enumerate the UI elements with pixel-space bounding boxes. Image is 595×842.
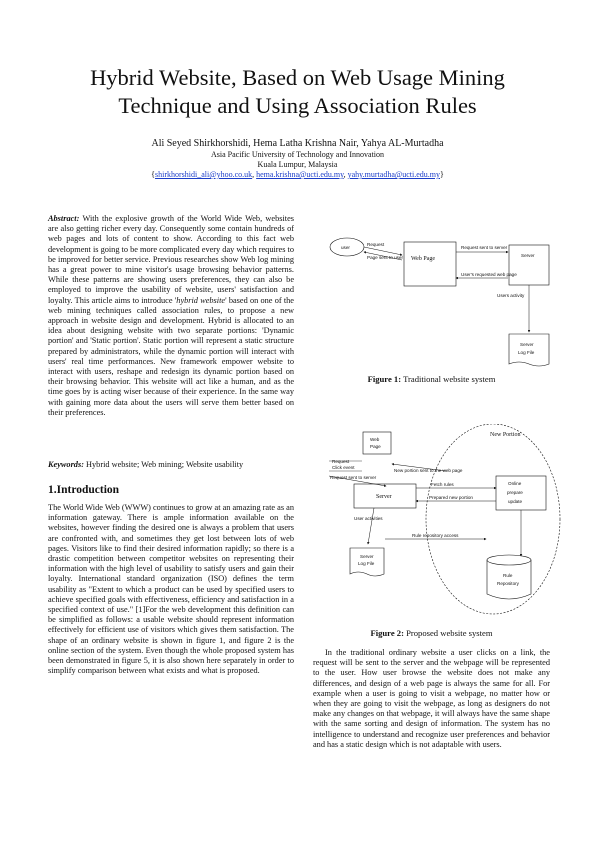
fig2-adaptation-label: prepare xyxy=(507,490,523,495)
keywords-label: Keywords: xyxy=(48,460,84,469)
email-link-1[interactable]: shirkhorshidi_ali@yhoo.co.uk xyxy=(154,170,253,179)
figure-2-caption: Figure 2: Proposed website system xyxy=(313,628,550,638)
figure-1-caption-text: Traditional website system xyxy=(401,374,496,384)
fig1-page-sent-label: Page sent to user xyxy=(367,255,403,260)
abstract-text-2: ' based on one of the web mining techniq… xyxy=(48,295,294,417)
abstract: Abstract: With the explosive growth of t… xyxy=(48,214,294,418)
fig1-user-label: user xyxy=(341,245,350,250)
emails: {shirkhorshidi_ali@yhoo.co.uk, hema.kris… xyxy=(40,170,555,180)
abstract-label: Abstract: xyxy=(48,214,80,223)
fig2-repo-body xyxy=(486,560,532,600)
fig2-rule-access-label: Rule repository access xyxy=(412,533,459,538)
fig2-user-activity-label: User activities xyxy=(354,516,383,521)
email-link-3[interactable]: yahy.murtadha@ucti.edu.my xyxy=(347,170,441,179)
fig1-log-file-label: Log File xyxy=(518,350,535,355)
fig2-update-label: update xyxy=(508,499,522,504)
fig1-server-box xyxy=(508,244,550,286)
affiliation-line-2: Kuala Lumpur, Malaysia xyxy=(257,160,338,169)
fig2-server-box xyxy=(353,483,417,509)
fig2-new-portion-ellipse xyxy=(425,424,561,615)
authors: Ali Seyed Shirkhorshidi, Hema Latha Kris… xyxy=(151,138,444,149)
fig1-user-feedback-label: User's requested web page xyxy=(461,272,517,277)
figure-1-diagram: user Request Page sent to user Web Page … xyxy=(329,237,550,367)
abstract-text: With the explosive growth of the World W… xyxy=(48,214,294,305)
fig2-click-event-label: Click event xyxy=(332,465,355,470)
fig1-server-label: Server xyxy=(521,253,535,258)
fig2-server-log-label: Server xyxy=(360,554,374,559)
fig2-page-label: Page xyxy=(370,444,381,449)
intro-paragraph-1: The World Wide Web (WWW) continues to gr… xyxy=(48,503,294,676)
fig1-server-log-label: Server xyxy=(520,342,534,347)
figure-2-caption-label: Figure 2: xyxy=(370,628,404,638)
figure-2-diagram: New Portion Web Page Request Click event… xyxy=(328,424,561,615)
keywords-text: Hybrid website; Web mining; Website usab… xyxy=(83,460,244,469)
email-close: } xyxy=(440,170,444,179)
title-line-2: Technique and Using Association Rules xyxy=(118,93,477,118)
figure-2-caption-text: Proposed website system xyxy=(403,628,493,638)
section-heading-introduction: 1.Introduction xyxy=(48,484,120,496)
intro-paragraph-2: In the traditional ordinary website a us… xyxy=(313,648,550,749)
fig2-request-sent-label: Request sent to server xyxy=(330,475,377,480)
affiliation-line-1: Asia Pacific University of Technology an… xyxy=(210,150,385,159)
email-link-2[interactable]: hema.krishna@ucti.edu.my xyxy=(256,170,344,179)
paper-title: Hybrid Website, Based on Web Usage Minin… xyxy=(40,64,555,120)
fig1-return-arrow xyxy=(363,251,403,261)
fig2-fetch-label: Fetch rules xyxy=(431,482,454,487)
fig2-new-portion-sent-label: New portion sent to the web page xyxy=(394,468,463,473)
fig2-repo-top xyxy=(486,554,532,566)
fig2-repository-label: Repository xyxy=(497,581,520,586)
figure-1-caption-label: Figure 1: xyxy=(367,374,402,384)
fig2-new-portion-label: New Portion xyxy=(490,432,521,438)
fig2-request-sent-arrow xyxy=(328,475,387,487)
fig2-log-file-label: Log File xyxy=(358,561,375,566)
email-sep-2: , xyxy=(343,170,348,179)
fig1-web-page-box xyxy=(403,241,457,287)
affiliation: Asia Pacific University of Technology an… xyxy=(40,150,555,170)
fig2-web-label: Web xyxy=(370,437,380,442)
fig2-web-page-box xyxy=(362,431,392,455)
fig1-web-page-label: Web Page xyxy=(411,256,435,262)
fig1-request-sent-label: Request sent to server xyxy=(461,245,508,250)
abstract-italic-term: hybrid website xyxy=(176,295,226,305)
fig2-prepared-label: Prepared new portion xyxy=(429,495,473,500)
email-open: { xyxy=(151,170,155,179)
fig2-rule-label: Rule xyxy=(503,573,513,578)
email-sep-1: , xyxy=(252,170,257,179)
fig2-log-file-shape xyxy=(349,547,385,577)
fig2-log-arrow xyxy=(367,507,375,545)
fig1-log-file-shape xyxy=(508,333,550,367)
fig1-user-activity-label: Users activity xyxy=(497,293,525,298)
fig2-server-label: Server xyxy=(376,494,392,500)
fig2-new-portion-sent-arrow xyxy=(391,463,447,472)
fig2-online-label: Online xyxy=(508,481,522,486)
fig1-request-label: Request xyxy=(367,242,385,247)
fig1-request-arrow xyxy=(363,246,403,256)
title-line-1: Hybrid Website, Based on Web Usage Minin… xyxy=(90,65,505,90)
keywords: Keywords: Hybrid website; Web mining; We… xyxy=(48,460,294,470)
figure-1-caption: Figure 1: Traditional website system xyxy=(313,374,550,384)
fig2-request-label: Request xyxy=(332,459,350,464)
